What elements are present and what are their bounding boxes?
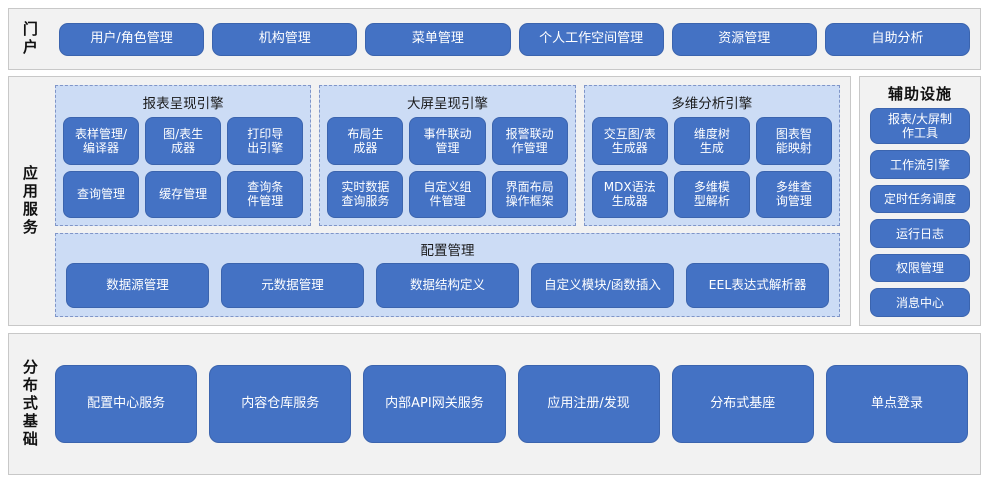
config-item-metadata-management[interactable]: 元数据管理 — [221, 263, 364, 308]
base-item-internal-api-gateway-service[interactable]: 内部API网关服务 — [363, 365, 506, 443]
middle-band: 应用服务 报表呈现引擎 表样管理/ 编译器 图/表生 成器 打印导 出引擎 查询… — [8, 76, 981, 326]
portal-item-menu-management[interactable]: 菜单管理 — [365, 22, 511, 56]
config-item-custom-module-function-insertion[interactable]: 自定义模块/函数插入 — [531, 263, 674, 308]
portal-section-label-text: 门户 — [20, 21, 39, 57]
distributed-base-section-label-text: 分布式基础 — [20, 359, 39, 449]
config-management-items: 数据源管理 元数据管理 数据结构定义 自定义模块/函数插入 EEL表达式解析器 — [66, 263, 829, 308]
engine-item-ui-layout-operation-framework[interactable]: 界面布局 操作框架 — [491, 170, 568, 218]
engine-item-event-linkage-management[interactable]: 事件联动 管理 — [409, 117, 486, 165]
engine-item-chart-table-generator[interactable]: 图/表生 成器 — [145, 117, 222, 165]
base-item-content-repository-service[interactable]: 内容仓库服务 — [209, 365, 352, 443]
portal-item-personal-workspace-management[interactable]: 个人工作空间管理 — [518, 22, 664, 56]
engine-item-custom-component-management[interactable]: 自定义组 件管理 — [409, 170, 486, 218]
engine-group-report-rendering: 报表呈现引擎 表样管理/ 编译器 图/表生 成器 打印导 出引擎 查询管理 缓存… — [55, 85, 312, 226]
portal-button-row: 用户/角色管理 机构管理 菜单管理 个人工作空间管理 资源管理 自助分析 — [49, 9, 980, 69]
engine-item-report-template-management-compiler[interactable]: 表样管理/ 编译器 — [63, 117, 140, 165]
app-services-section-label-text: 应用服务 — [20, 165, 39, 237]
aux-item-scheduled-task-scheduler[interactable]: 定时任务调度 — [870, 184, 970, 214]
auxiliary-facilities-title: 辅助设施 — [887, 85, 952, 103]
aux-item-report-dashboard-authoring-tool[interactable]: 报表/大屏制 作工具 — [870, 108, 970, 145]
app-services-content: 报表呈现引擎 表样管理/ 编译器 图/表生 成器 打印导 出引擎 查询管理 缓存… — [49, 77, 850, 325]
engine-item-query-condition-management[interactable]: 查询条 件管理 — [227, 170, 304, 218]
engine-group-multidimensional-analysis-title: 多维分析引擎 — [671, 96, 753, 112]
base-item-single-sign-on[interactable]: 单点登录 — [825, 365, 969, 443]
engine-item-interactive-chart-table-generator[interactable]: 交互图/表 生成器 — [591, 117, 668, 165]
engine-group-multidimensional-analysis-items: 交互图/表 生成器 维度树 生成 图表智 能映射 MDX语法 生成器 多维模 型… — [591, 117, 832, 218]
portal-item-user-role-management[interactable]: 用户/角色管理 — [59, 22, 205, 56]
base-item-distributed-foundation[interactable]: 分布式基座 — [671, 365, 814, 443]
distributed-base-button-row: 配置中心服务 内容仓库服务 内部API网关服务 应用注册/发现 分布式基座 单点… — [49, 334, 980, 474]
portal-section: 门户 用户/角色管理 机构管理 菜单管理 个人工作空间管理 资源管理 自助分析 — [8, 8, 981, 70]
portal-item-resource-management[interactable]: 资源管理 — [671, 22, 817, 56]
engine-item-multidimensional-model-parsing[interactable]: 多维模 型解析 — [673, 170, 750, 218]
config-item-data-structure-definition[interactable]: 数据结构定义 — [376, 263, 519, 308]
distributed-base-section: 分布式基础 配置中心服务 内容仓库服务 内部API网关服务 应用注册/发现 分布… — [8, 333, 981, 475]
engine-group-large-screen-rendering: 大屏呈现引擎 布局生 成器 事件联动 管理 报警联动 作管理 实时数据 查询服务… — [319, 85, 576, 226]
config-management-group: 配置管理 数据源管理 元数据管理 数据结构定义 自定义模块/函数插入 EEL表达… — [55, 233, 840, 317]
base-item-config-center-service[interactable]: 配置中心服务 — [55, 365, 198, 443]
engine-item-cache-management[interactable]: 缓存管理 — [145, 170, 222, 218]
engine-item-chart-smart-mapping[interactable]: 图表智 能映射 — [755, 117, 832, 165]
engine-group-report-rendering-title: 报表呈现引擎 — [142, 96, 224, 112]
auxiliary-facilities-section: 辅助设施 报表/大屏制 作工具 工作流引擎 定时任务调度 运行日志 权限管理 消… — [859, 76, 981, 326]
engine-group-large-screen-rendering-title: 大屏呈现引擎 — [406, 96, 488, 112]
engine-group-row: 报表呈现引擎 表样管理/ 编译器 图/表生 成器 打印导 出引擎 查询管理 缓存… — [55, 85, 840, 226]
engine-item-realtime-data-query-service[interactable]: 实时数据 查询服务 — [327, 170, 404, 218]
config-management-title: 配置管理 — [420, 243, 475, 259]
aux-item-message-center[interactable]: 消息中心 — [870, 288, 970, 317]
portal-item-self-service-analysis[interactable]: 自助分析 — [824, 22, 971, 56]
engine-item-dimension-tree-generation[interactable]: 维度树 生成 — [673, 117, 750, 165]
engine-item-alarm-linkage-action-management[interactable]: 报警联动 作管理 — [491, 117, 568, 165]
engine-group-large-screen-rendering-items: 布局生 成器 事件联动 管理 报警联动 作管理 实时数据 查询服务 自定义组 件… — [327, 117, 568, 218]
config-item-datasource-management[interactable]: 数据源管理 — [66, 263, 209, 308]
aux-item-workflow-engine[interactable]: 工作流引擎 — [870, 150, 970, 179]
aux-item-permission-management[interactable]: 权限管理 — [870, 253, 970, 283]
app-services-section: 应用服务 报表呈现引擎 表样管理/ 编译器 图/表生 成器 打印导 出引擎 查询… — [8, 76, 851, 326]
aux-item-runtime-log[interactable]: 运行日志 — [870, 219, 970, 248]
engine-item-layout-generator[interactable]: 布局生 成器 — [327, 117, 404, 165]
portal-section-label: 门户 — [9, 9, 49, 69]
engine-item-query-management[interactable]: 查询管理 — [63, 170, 140, 218]
app-services-section-label: 应用服务 — [9, 77, 49, 325]
auxiliary-facilities-items: 报表/大屏制 作工具 工作流引擎 定时任务调度 运行日志 权限管理 消息中心 — [870, 108, 970, 317]
engine-item-print-export-engine[interactable]: 打印导 出引擎 — [227, 117, 304, 165]
engine-item-mdx-syntax-generator[interactable]: MDX语法 生成器 — [591, 170, 668, 218]
engine-item-multidimensional-query-management[interactable]: 多维查 询管理 — [755, 170, 832, 218]
distributed-base-section-label: 分布式基础 — [9, 334, 49, 474]
engine-group-report-rendering-items: 表样管理/ 编译器 图/表生 成器 打印导 出引擎 查询管理 缓存管理 查询条 … — [63, 117, 304, 218]
base-item-app-registration-discovery[interactable]: 应用注册/发现 — [517, 365, 660, 443]
portal-item-organization-management[interactable]: 机构管理 — [212, 22, 358, 56]
engine-group-multidimensional-analysis: 多维分析引擎 交互图/表 生成器 维度树 生成 图表智 能映射 MDX语法 生成… — [583, 85, 840, 226]
config-item-eel-expression-parser[interactable]: EEL表达式解析器 — [686, 263, 829, 308]
